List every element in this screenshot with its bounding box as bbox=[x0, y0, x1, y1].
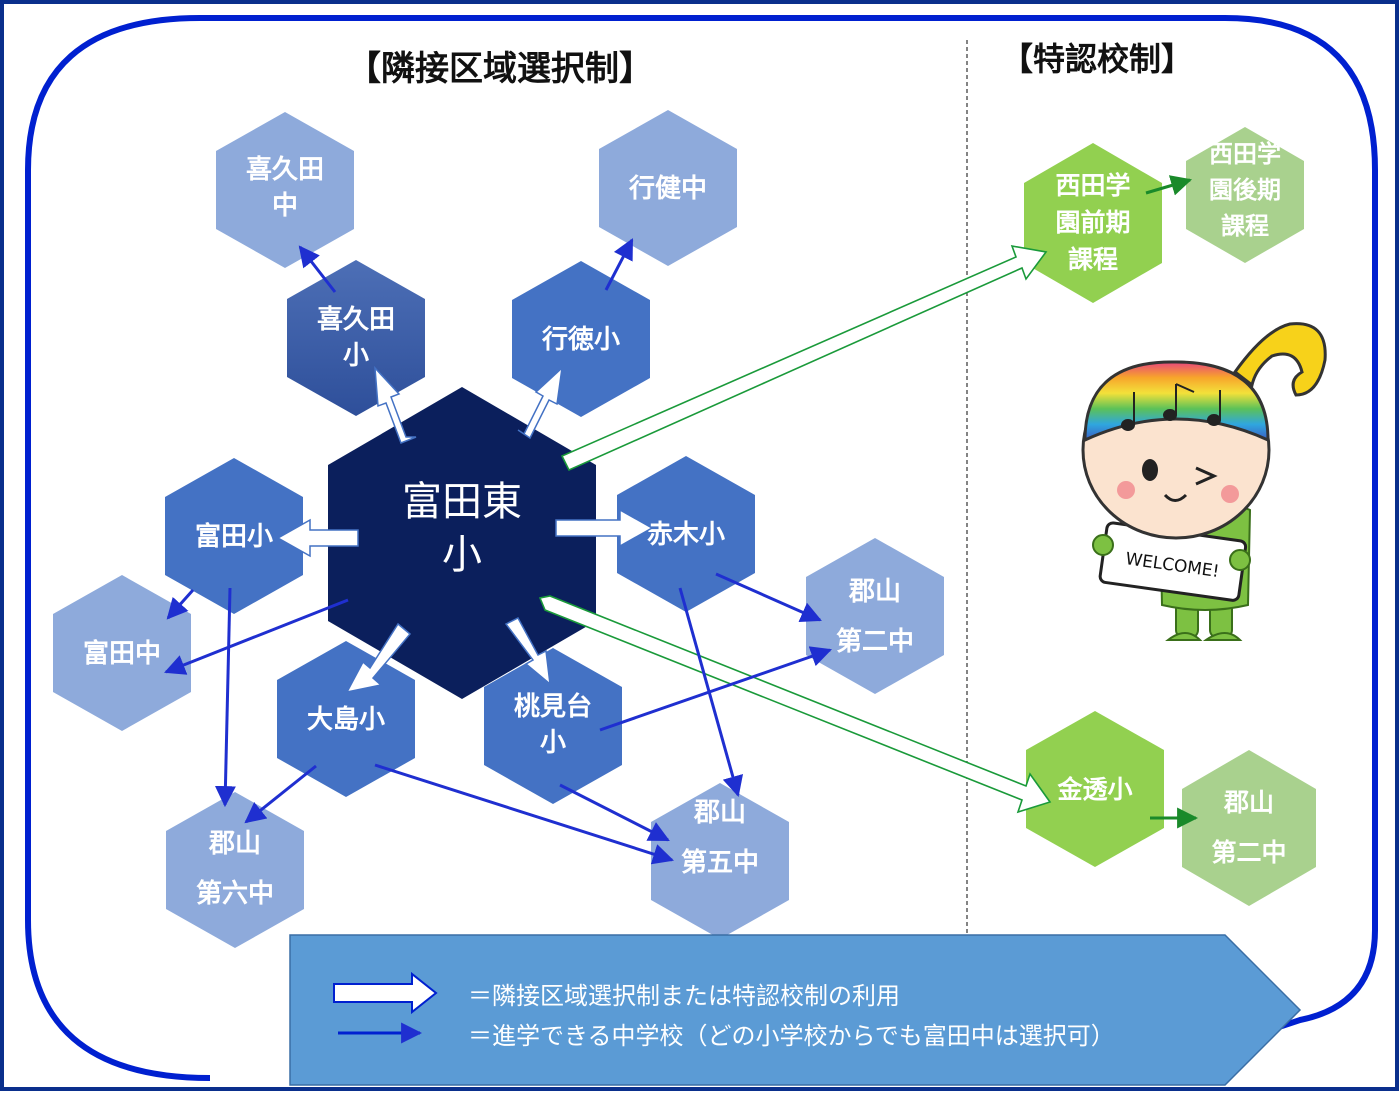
special-progression-arrows bbox=[1145, 175, 1199, 829]
block-arrow-to-momomidai bbox=[504, 617, 551, 686]
node-momomidai-sho: 桃見台 小 bbox=[484, 648, 622, 804]
special-arrow-to-nishida bbox=[560, 244, 1048, 472]
legend-block-arrow bbox=[333, 971, 438, 1015]
node-koriyama-dai2-special-line2: 第二中 bbox=[1211, 838, 1286, 867]
arrow-akagi-to-dai2 bbox=[715, 572, 822, 622]
node-kanesuki-sho: 金透小 bbox=[1026, 711, 1164, 867]
node-nishida-early-line2: 園前期 bbox=[1055, 208, 1130, 237]
node-koriyama-dai5: 郡山 第五中 bbox=[651, 783, 789, 939]
arrow-kikuta-to-kikutachu bbox=[298, 245, 337, 293]
node-koriyama-dai5-line1: 郡山 bbox=[693, 798, 746, 828]
node-kikuta-chu-line1: 喜久田 bbox=[246, 155, 324, 185]
arrow-momomidai-to-dai2 bbox=[599, 646, 832, 732]
block-arrow-to-gyotoku bbox=[517, 366, 564, 440]
node-koriyama-dai6: 郡山 第六中 bbox=[166, 792, 304, 948]
arrow-center-to-tomitachu bbox=[164, 598, 349, 675]
node-tomita-chu-line1: 富田中 bbox=[83, 638, 161, 669]
node-tomita-sho: 富田小 bbox=[165, 458, 303, 614]
node-tomita-sho-line1: 富田小 bbox=[195, 521, 273, 552]
block-arrow-to-kikuta bbox=[374, 365, 417, 444]
node-koriyama-dai5-line2: 第五中 bbox=[681, 847, 759, 878]
node-nishida-late-line1: 西田学 bbox=[1209, 140, 1281, 168]
node-tomita-chu: 富田中 bbox=[53, 575, 191, 731]
node-koriyama-dai2-special: 郡山 第二中 bbox=[1182, 750, 1316, 906]
node-koriyama-dai6-line1: 郡山 bbox=[208, 829, 261, 859]
node-kikuta-sho-line2: 小 bbox=[343, 341, 369, 371]
arrow-oshima-to-dai6 bbox=[244, 764, 317, 824]
node-momomidai-sho-line2: 小 bbox=[540, 728, 566, 758]
progression-arrows bbox=[164, 238, 832, 865]
block-arrows bbox=[276, 365, 654, 694]
arrow-tomitasho-to-dai6 bbox=[214, 587, 236, 808]
node-kikuta-sho: 喜久田 小 bbox=[287, 260, 425, 416]
node-gyotoku-sho-line1: 行徳小 bbox=[541, 324, 620, 355]
arrow-momomidai-to-dai5 bbox=[559, 783, 670, 842]
node-oshima-sho: 大島小 bbox=[277, 641, 415, 797]
node-kanesuki-sho-line1: 金透小 bbox=[1056, 775, 1132, 804]
legend-item2: ＝進学できる中学校（どの小学校からでも富田中は選択可） bbox=[468, 1022, 1115, 1050]
node-kikuta-chu: 喜久田 中 bbox=[216, 112, 354, 268]
center-node-line2: 小 bbox=[442, 532, 482, 578]
node-nishida-early-line3: 課程 bbox=[1068, 245, 1118, 274]
node-nishida-late-line2: 園後期 bbox=[1209, 176, 1281, 204]
legend-item1: ＝隣接区域選択制または特認校制の利用 bbox=[468, 982, 900, 1010]
arrow-nishida-early-to-late bbox=[1145, 175, 1193, 196]
node-koriyama-dai2: 郡山 第二中 bbox=[806, 538, 944, 694]
node-gyotoku-sho: 行徳小 bbox=[512, 261, 650, 417]
node-nishida-late: 西田学 園後期 課程 bbox=[1186, 127, 1304, 263]
node-gyoken-chu: 行健中 bbox=[599, 110, 737, 266]
node-kikuta-sho-line1: 喜久田 bbox=[317, 305, 395, 335]
legend-box bbox=[289, 934, 1302, 1086]
block-arrow-to-tomita bbox=[276, 518, 359, 558]
arrow-oshima-to-dai5 bbox=[374, 763, 675, 865]
node-gyoken-chu-line1: 行健中 bbox=[628, 173, 707, 204]
mascot-illustration: WELCOME! bbox=[1081, 322, 1327, 641]
block-arrow-to-oshima bbox=[345, 622, 412, 694]
node-koriyama-dai2-line2: 第二中 bbox=[836, 626, 914, 657]
special-arrows bbox=[538, 244, 1052, 814]
node-nishida-early-line1: 西田学 bbox=[1055, 171, 1130, 200]
node-tomita-higashi-sho: 富田東 小 bbox=[328, 387, 596, 699]
arrow-gyotoku-to-gyoken bbox=[604, 238, 634, 291]
node-akagi-sho-line1: 赤木小 bbox=[647, 520, 725, 550]
node-koriyama-dai2-special-line1: 郡山 bbox=[1223, 788, 1274, 817]
node-oshima-sho-line1: 大島小 bbox=[307, 705, 385, 735]
block-arrow-to-akagi bbox=[555, 508, 654, 548]
node-momomidai-sho-line1: 桃見台 bbox=[514, 691, 592, 722]
node-akagi-sho: 赤木小 bbox=[617, 456, 755, 612]
arrow-tomitasho-to-tomitachu bbox=[166, 589, 195, 620]
node-nishida-early: 西田学 園前期 課程 bbox=[1024, 143, 1162, 303]
node-kikuta-chu-line2: 中 bbox=[272, 191, 298, 221]
node-koriyama-dai2-line1: 郡山 bbox=[848, 577, 901, 607]
node-nishida-late-line3: 課程 bbox=[1221, 212, 1269, 240]
rounded-frame bbox=[25, 15, 1378, 1081]
right-section-title: 【特認校制】 bbox=[1001, 40, 1193, 78]
left-section-title: 【隣接区域選択制】 bbox=[347, 49, 653, 89]
node-koriyama-dai6-line2: 第六中 bbox=[196, 878, 274, 909]
center-node-line1: 富田東 bbox=[402, 479, 522, 525]
legend: ＝隣接区域選択制または特認校制の利用 ＝進学できる中学校（どの小学校からでも富田… bbox=[289, 934, 1302, 1086]
